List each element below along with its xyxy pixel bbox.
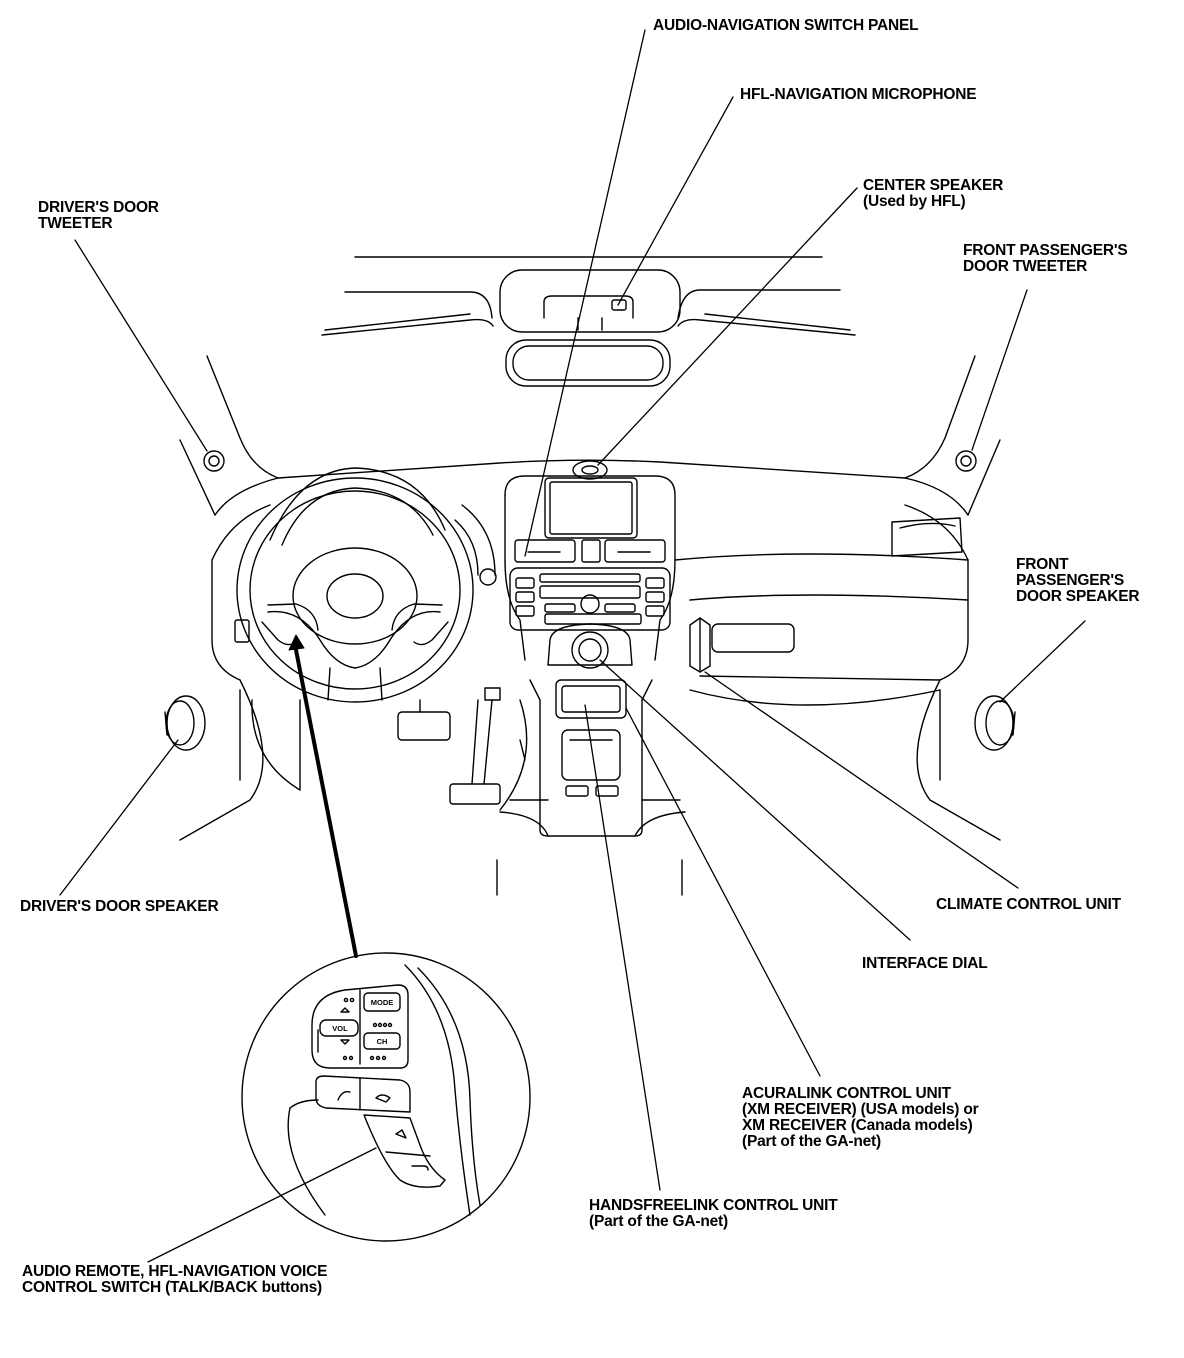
- label-hfl-navigation-microphone: HFL-NAVIGATION MICROPHONE: [740, 86, 977, 103]
- front-passengers-door-tweeter-icon: [955, 450, 977, 472]
- label-drivers-door-tweeter: DRIVER'S DOOR TWEETER: [38, 199, 159, 232]
- label-front-passengers-door-speaker: FRONT PASSENGER'S DOOR SPEAKER: [1016, 556, 1140, 605]
- inset-pointer-arrow: [288, 634, 358, 958]
- center-stack: [504, 460, 676, 669]
- label-interface-dial: INTERFACE DIAL: [862, 955, 988, 972]
- leader-lines: [59, 29, 1086, 1263]
- switch-vol-label: VOL: [332, 1024, 348, 1033]
- label-center-speaker: CENTER SPEAKER (Used by HFL): [863, 177, 1004, 210]
- steering-switch-inset: [241, 952, 531, 1242]
- label-acuralink-control-unit: ACURALINK CONTROL UNIT (XM RECEIVER) (US…: [742, 1085, 979, 1150]
- switch-mode-label: MODE: [371, 998, 394, 1007]
- label-handsfreelink-control-unit: HANDSFREELINK CONTROL UNIT (Part of the …: [589, 1197, 838, 1230]
- drivers-door-tweeter-icon: [203, 450, 225, 472]
- steering-wheel: [234, 467, 497, 703]
- pedals: [251, 687, 528, 811]
- rearview-mirror: [505, 339, 671, 387]
- headliner: [321, 256, 856, 336]
- label-audio-navigation-switch-panel: AUDIO-NAVIGATION SWITCH PANEL: [653, 17, 919, 34]
- label-audio-remote-switch: AUDIO REMOTE, HFL-NAVIGATION VOICE CONTR…: [22, 1263, 328, 1296]
- climate-control-unit-icon: [689, 617, 711, 673]
- a-pillars: [179, 355, 1001, 516]
- label-climate-control-unit: CLIMATE CONTROL UNIT: [936, 896, 1121, 913]
- label-drivers-door-speaker: DRIVER'S DOOR SPEAKER: [20, 898, 219, 915]
- roof-console: [499, 269, 681, 333]
- center-console: [496, 679, 686, 896]
- label-front-passengers-door-tweeter: FRONT PASSENGER'S DOOR TWEETER: [963, 242, 1128, 275]
- door-panels: [179, 679, 1001, 841]
- front-passengers-door-speaker-icon: [974, 695, 1016, 751]
- dashboard: [211, 459, 969, 706]
- switch-ch-label: CH: [377, 1037, 388, 1046]
- drivers-door-speaker-icon: [164, 695, 206, 751]
